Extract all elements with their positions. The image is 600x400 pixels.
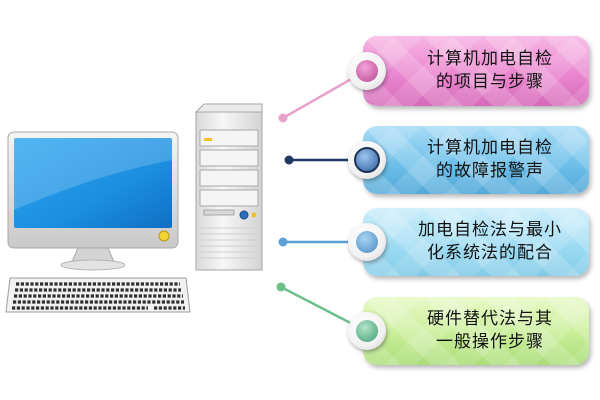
tower-case-icon <box>194 103 263 271</box>
connector-dot-3 <box>278 237 288 247</box>
card-pattern <box>363 126 589 194</box>
card-text: 计算机加电自检 的故障报警声 <box>403 126 577 194</box>
topic-card-1: 计算机加电自检 的项目与步骤 <box>363 36 589 106</box>
card-text-line2: 的故障报警声 <box>436 161 544 181</box>
topic-card-2: 计算机加电自检 的故障报警声 <box>363 126 589 194</box>
card-text-line2: 的项目与步骤 <box>436 72 544 92</box>
bullet-core <box>354 147 380 173</box>
bullet-core <box>356 60 378 82</box>
card-text-line2: 一般操作步骤 <box>436 332 544 352</box>
card-pattern <box>363 208 589 276</box>
connector-dot-1 <box>278 113 288 123</box>
connector-lines <box>276 68 368 333</box>
topic-card-4: 硬件替代法与其 一般操作步骤 <box>363 297 589 365</box>
keyboard-icon <box>5 277 191 313</box>
card-text: 硬件替代法与其 一般操作步骤 <box>403 297 577 365</box>
topic-card-3: 加电自检法与最小 化系统法的配合 <box>363 208 589 276</box>
bullet-core <box>356 231 378 253</box>
card-text-line2: 化系统法的配合 <box>427 243 553 263</box>
card-text-line1: 硬件替代法与其 <box>427 309 553 329</box>
card-text-line1: 加电自检法与最小 <box>418 220 562 240</box>
connector-dot-2 <box>284 155 294 165</box>
bullet-core <box>356 320 378 342</box>
card-text-line1: 计算机加电自检 <box>427 138 553 158</box>
bullet-node-2 <box>348 141 386 179</box>
bullet-node-4 <box>348 312 386 350</box>
card-text: 加电自检法与最小 化系统法的配合 <box>403 208 577 276</box>
card-pattern <box>363 297 589 365</box>
bullet-node-3 <box>348 223 386 261</box>
card-pattern <box>363 36 589 106</box>
connector-dot-4 <box>276 282 286 292</box>
monitor-icon <box>7 131 179 271</box>
bullet-node-1 <box>348 52 386 90</box>
card-text: 计算机加电自检 的项目与步骤 <box>403 36 577 106</box>
card-text-line1: 计算机加电自检 <box>427 49 553 69</box>
